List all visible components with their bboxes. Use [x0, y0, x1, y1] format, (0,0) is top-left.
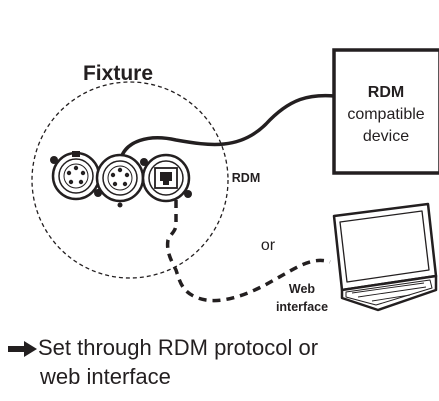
caption-line1: Set through RDM protocol or [38, 335, 319, 360]
device-label-line2: compatible [347, 106, 424, 123]
laptop-icon [332, 202, 438, 312]
rdm-cable [118, 93, 337, 164]
web-label-line2: interface [276, 300, 328, 314]
xlr-connector-icon [95, 153, 145, 208]
rdm-link-label: RDM [232, 171, 260, 185]
ethernet-port-icon [140, 153, 192, 203]
caption: Set through RDM protocol or web interfac… [8, 334, 433, 390]
fixture-label: Fixture [83, 62, 153, 85]
xlr-connector-icon [50, 151, 102, 201]
web-label-line1: Web [289, 282, 316, 296]
device-label-line3: device [363, 128, 409, 145]
caption-line2: web interface [40, 363, 171, 389]
arrow-right-icon [8, 336, 38, 363]
fixture-boundary [31, 81, 229, 279]
device-label-bold: RDM [368, 84, 404, 101]
or-label: or [261, 237, 276, 254]
network-cable-dashed [165, 200, 331, 303]
rdm-device-box [332, 48, 439, 175]
